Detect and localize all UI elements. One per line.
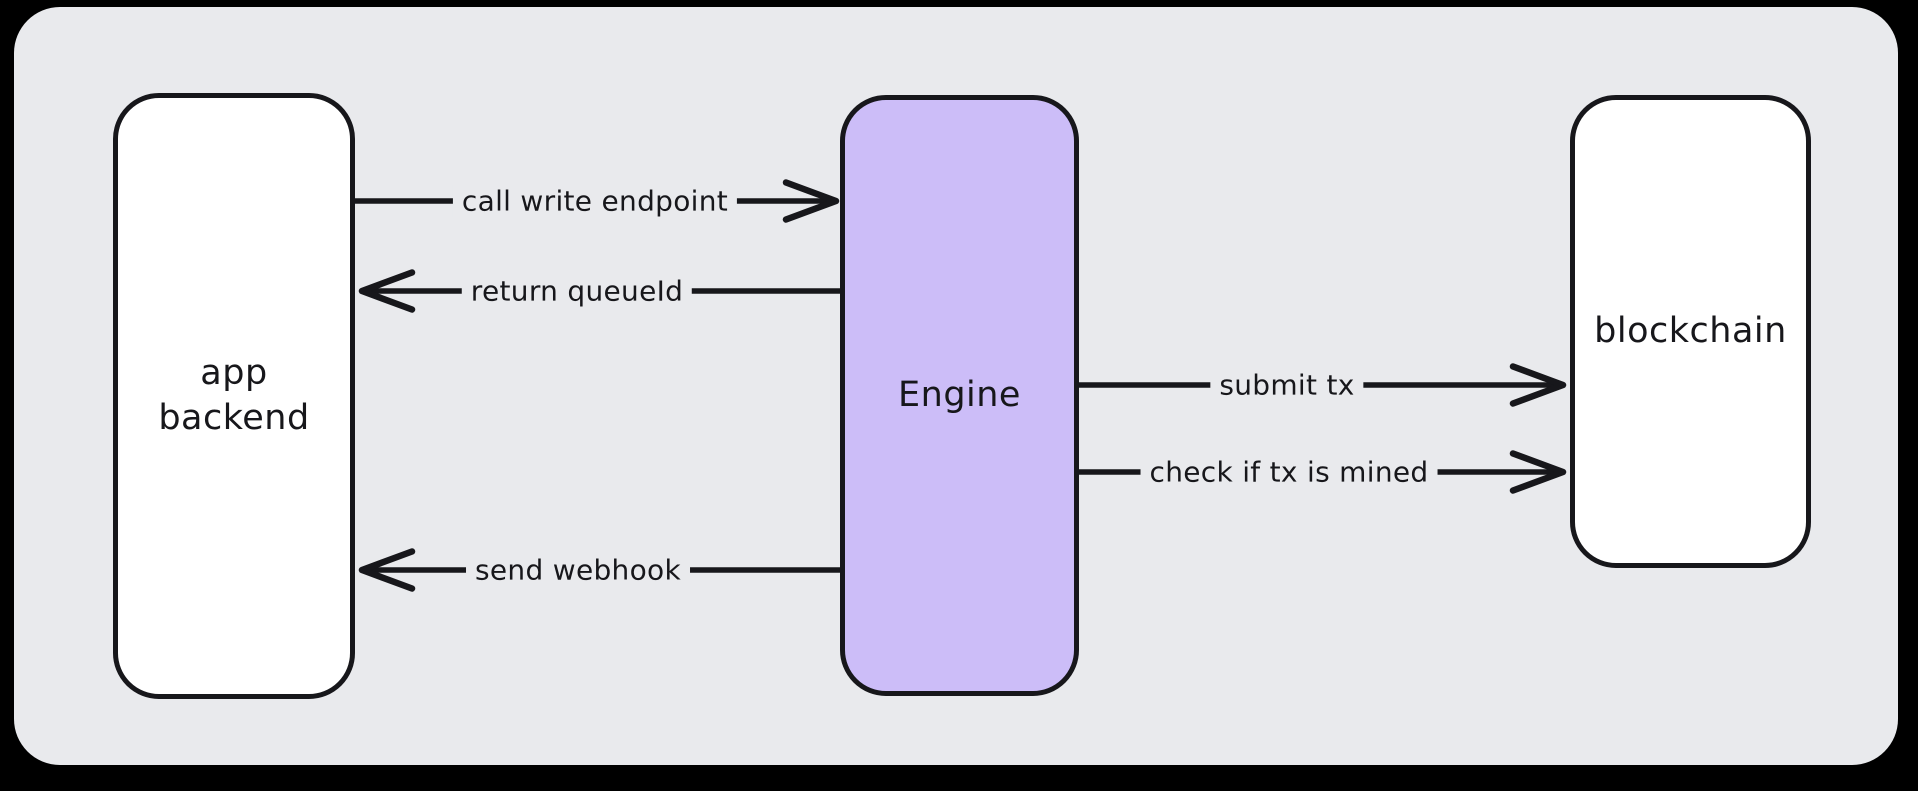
edge-label-check-tx-mined: check if tx is mined: [1140, 455, 1438, 489]
node-app-backend-label: app backend: [158, 353, 310, 438]
edge-label-return-queueid: return queueId: [461, 274, 693, 308]
node-app-backend: app backend: [113, 93, 355, 699]
node-blockchain: blockchain: [1570, 95, 1811, 568]
node-blockchain-label: blockchain: [1594, 311, 1787, 352]
edge-label-call-write-endpoint: call write endpoint: [452, 184, 738, 218]
node-engine: Engine: [840, 95, 1079, 696]
edge-label-submit-tx: submit tx: [1210, 368, 1364, 402]
node-engine-label: Engine: [898, 375, 1021, 416]
edge-label-send-webhook: send webhook: [466, 553, 690, 587]
